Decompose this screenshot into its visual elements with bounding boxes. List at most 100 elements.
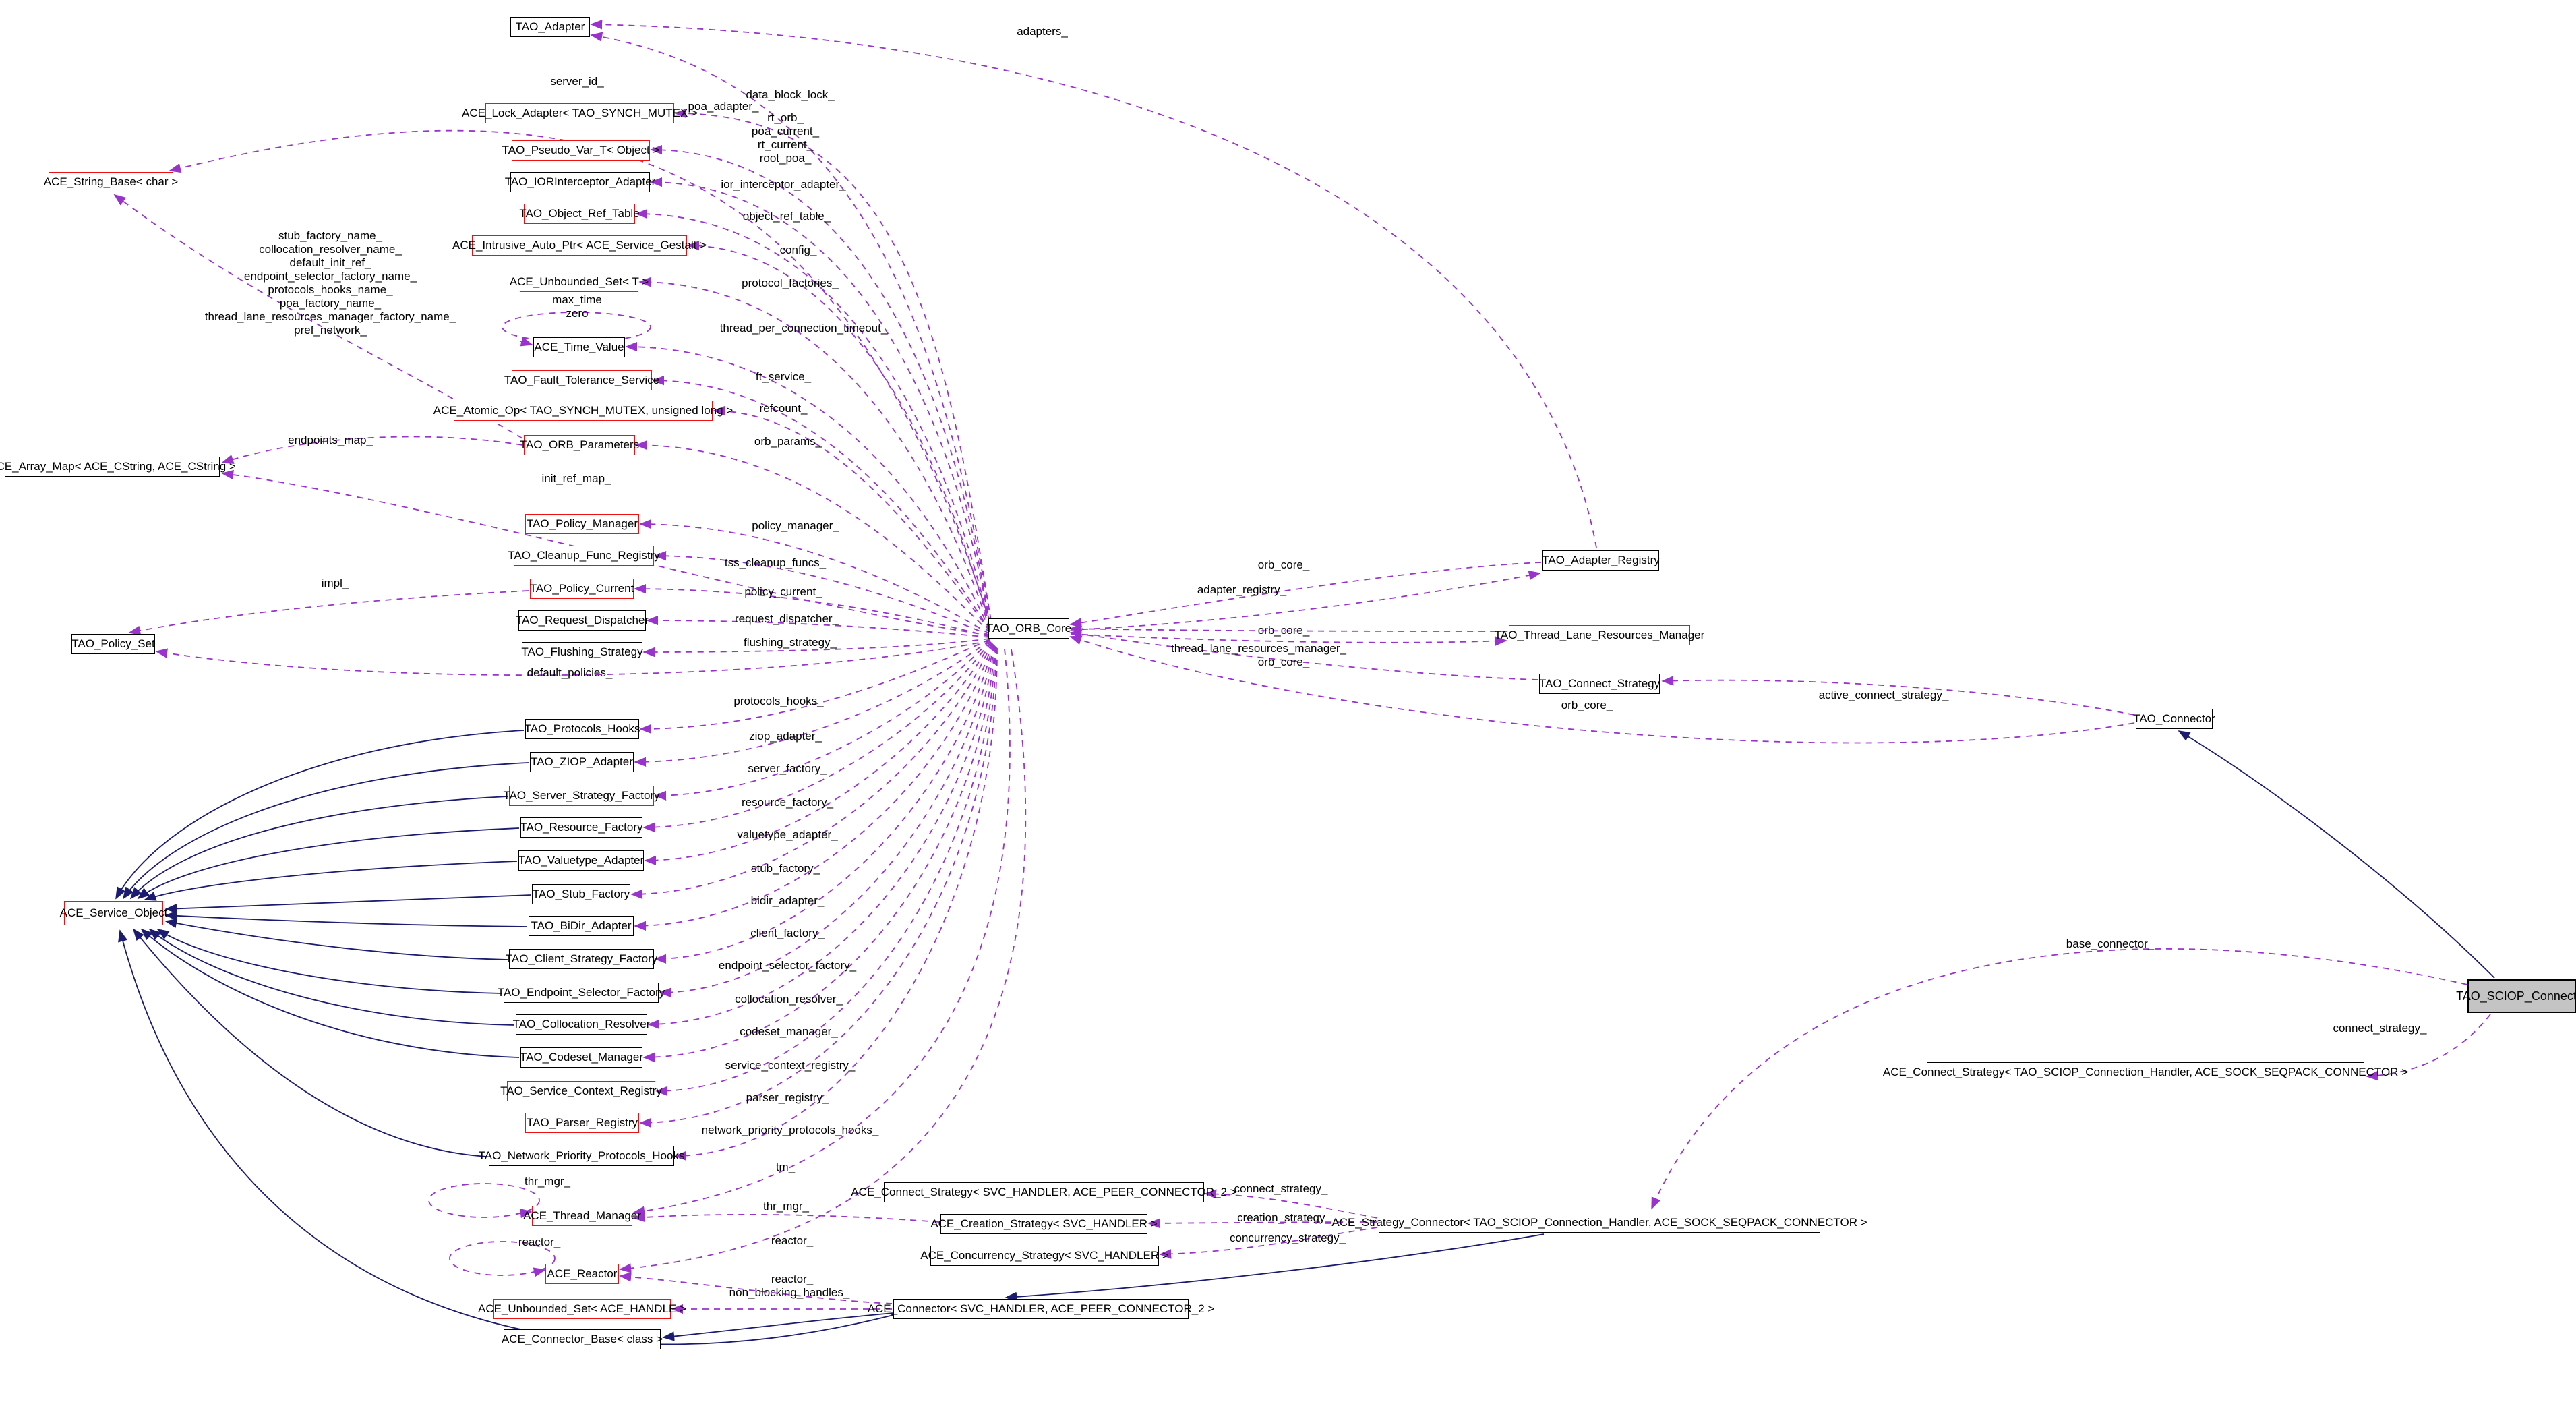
class-node-ace-connect-strategy-svc[interactable]: ACE_Connect_Strategy< SVC_HANDLER, ACE_P…	[851, 1182, 1237, 1202]
edge-label: orb_params_	[754, 435, 822, 448]
edge-label: orb_core_	[1257, 558, 1310, 571]
edge-label: resource_factory_	[741, 796, 834, 809]
class-node-tao-network-priority-protocols-hooks[interactable]: TAO_Network_Priority_Protocols_Hooks	[479, 1146, 684, 1166]
edge-label: tss_cleanup_funcs_	[724, 556, 827, 569]
class-node-tao-policy-current[interactable]: TAO_Policy_Current	[530, 579, 634, 599]
class-node-ace-service-object[interactable]: ACE_Service_Object	[60, 901, 167, 925]
edge-label: client_factory_	[750, 927, 825, 939]
edge-creation_strategy	[1147, 1218, 1378, 1229]
class-node-tao-endpoint-selector-factory[interactable]: TAO_Endpoint_Selector_Factory	[498, 983, 665, 1003]
edge-concurrency_strategy	[1159, 1227, 1378, 1259]
class-node-tao-thread-lane-resources-manager[interactable]: TAO_Thread_Lane_Resources_Manager	[1495, 625, 1704, 645]
edge-label: ior_interceptor_adapter_	[721, 178, 846, 191]
time-value-loop-arrow	[520, 337, 533, 347]
edge-protocol_factories	[638, 277, 990, 629]
class-node-ace-time-value[interactable]: ACE_Time_Value	[533, 337, 625, 357]
class-node-ace-connector-svc[interactable]: ACE_Connector< SVC_HANDLER, ACE_PEER_CON…	[868, 1299, 1214, 1319]
class-node-tao-sciop-connector[interactable]: TAO_SCIOP_Connector	[2456, 979, 2576, 1013]
edge-inherit-server-strategy	[129, 796, 508, 900]
time-value-loop	[502, 312, 651, 343]
class-node-tao-fault-tolerance-service[interactable]: TAO_Fault_Tolerance_Service	[504, 370, 659, 390]
class-node-tao-ziop-adapter[interactable]: TAO_ZIOP_Adapter	[530, 752, 634, 772]
edge-bidir_adapter	[634, 643, 993, 931]
edge-label: data_block_lock_	[746, 88, 835, 101]
class-node-tao-pseudo-var-t[interactable]: TAO_Pseudo_Var_T< Object >	[502, 140, 659, 161]
edge-inherit-connector-base	[662, 1312, 894, 1341]
class-node-ace-unbounded-set-t[interactable]: ACE_Unbounded_Set< T >	[510, 272, 649, 292]
class-node-ace-atomic-op[interactable]: ACE_Atomic_Op< TAO_SYNCH_MUTEX, unsigned…	[433, 401, 733, 421]
class-node-tao-policy-manager[interactable]: TAO_Policy_Manager	[525, 514, 639, 534]
edge-inherit-endpoint-selector	[156, 929, 503, 994]
class-node-ace-creation-strategy[interactable]: ACE_Creation_Strategy< SVC_HANDLER >	[930, 1214, 1158, 1234]
class-node-ace-intrusive-auto-ptr[interactable]: ACE_Intrusive_Auto_Ptr< ACE_Service_Gest…	[452, 235, 707, 256]
class-node-tao-adapter[interactable]: TAO_Adapter	[510, 17, 590, 37]
edge-poa_adapter	[590, 32, 992, 621]
edge-policy_manager	[639, 519, 990, 635]
edge-endpoint_selector_factory	[659, 644, 994, 998]
class-node-tao-collocation-resolver[interactable]: TAO_Collocation_Resolver	[513, 1014, 650, 1035]
edge-label: max_time zero	[552, 293, 602, 320]
class-node-tao-cleanup-func-registry[interactable]: TAO_Cleanup_Func_Registry	[508, 546, 660, 566]
edge-ior_interceptor_adapter	[650, 177, 990, 625]
edge-inherit-ziop	[122, 762, 529, 900]
class-node-ace-thread-manager[interactable]: ACE_Thread_Manager	[523, 1206, 641, 1226]
class-node-tao-request-dispatcher[interactable]: TAO_Request_Dispatcher	[516, 610, 649, 631]
edge-label: valuetype_adapter_	[737, 828, 838, 841]
class-node-tao-valuetype-adapter[interactable]: TAO_Valuetype_Adapter	[518, 850, 644, 871]
class-node-tao-object-ref-table[interactable]: TAO_Object_Ref_Table	[519, 204, 640, 224]
edge-label: base_connector_	[2066, 937, 2155, 950]
class-node-tao-codeset-manager[interactable]: TAO_Codeset_Manager	[520, 1047, 643, 1068]
class-node-ace-array-map[interactable]: ACE_Array_Map< ACE_CString, ACE_CString …	[0, 457, 236, 477]
class-node-ace-reactor[interactable]: ACE_Reactor	[545, 1264, 619, 1284]
class-node-tao-orb-parameters[interactable]: TAO_ORB_Parameters	[520, 435, 639, 455]
class-node-ace-string-base[interactable]: ACE_String_Base< char >	[44, 172, 178, 192]
class-node-tao-parser-registry[interactable]: TAO_Parser_Registry	[525, 1113, 639, 1133]
edge-collocation_resolver	[647, 645, 995, 1030]
edge-base_connector	[1651, 948, 2468, 1210]
edge-label: server_factory_	[748, 762, 827, 775]
class-node-tao-iorinterceptor-adapter[interactable]: TAO_IORInterceptor_Adapter	[505, 172, 655, 192]
class-node-ace-strategy-connector[interactable]: ACE_Strategy_Connector< TAO_SCIOP_Connec…	[1331, 1213, 1867, 1233]
edge-label: ziop_adapter_	[749, 730, 822, 743]
edge-inherit-client-strategy	[164, 918, 508, 960]
class-node-tao-server-strategy-factory[interactable]: TAO_Server_Strategy_Factory	[503, 786, 660, 806]
class-node-ace-connect-strategy-sciop[interactable]: ACE_Connect_Strategy< TAO_SCIOP_Connecti…	[1883, 1062, 2408, 1082]
edge-codeset_manager	[642, 645, 996, 1063]
class-node-tao-service-context-registry[interactable]: TAO_Service_Context_Registry	[500, 1081, 662, 1101]
edge-orb_params	[635, 440, 990, 633]
class-node-tao-connector[interactable]: TAO_Connector	[2133, 709, 2215, 729]
class-node-tao-resource-factory[interactable]: TAO_Resource_Factory	[520, 817, 643, 838]
class-node-ace-concurrency-strategy[interactable]: ACE_Concurrency_Strategy< SVC_HANDLER >	[920, 1246, 1169, 1266]
edge-label: creation_strategy_	[1237, 1211, 1331, 1224]
edge-request_dispatcher	[646, 615, 990, 638]
edge-label: concurrency_strategy_	[1230, 1231, 1346, 1244]
edge-label: config_	[779, 243, 817, 256]
edge-inherit-protocols-hooks	[115, 730, 525, 900]
edge-endpoints_map	[221, 436, 523, 464]
class-node-tao-connect-strategy[interactable]: TAO_Connect_Strategy	[1539, 674, 1660, 694]
edge-label: service_context_registry_	[725, 1059, 856, 1072]
class-node-ace-connector-base[interactable]: ACE_Connector_Base< class >	[502, 1329, 663, 1349]
class-node-tao-stub-factory[interactable]: TAO_Stub_Factory	[532, 884, 630, 904]
class-node-tao-policy-set[interactable]: TAO_Policy_Set	[71, 634, 155, 654]
edge-label: collocation_resolver_	[735, 993, 843, 1006]
class-node-tao-client-strategy-factory[interactable]: TAO_Client_Strategy_Factory	[506, 949, 657, 969]
class-node-ace-lock-adapter[interactable]: ACE_Lock_Adapter< TAO_SYNCH_MUTEX >	[462, 103, 698, 123]
edge-inherit-resource-factory	[137, 827, 520, 900]
class-node-tao-flushing-strategy[interactable]: TAO_Flushing_Strategy	[521, 642, 643, 662]
edge-inherit-valuetype	[144, 861, 518, 901]
class-node-ace-unbounded-set-handle[interactable]: ACE_Unbounded_Set< ACE_HANDLE >	[478, 1299, 686, 1319]
edge-ft_service	[652, 375, 990, 631]
edge-label: flushing_strategy_	[744, 636, 837, 649]
edge-label: network_priority_protocols_hooks_	[701, 1124, 879, 1136]
class-node-tao-orb-core[interactable]: TAO_ORB_Core	[986, 618, 1071, 639]
reactor-loop	[449, 1241, 556, 1276]
edge-label: bidir_adapter_	[750, 894, 825, 907]
edge-label: stub_factory_name_ collocation_resolver_…	[204, 229, 456, 337]
class-node-tao-bidir-adapter[interactable]: TAO_BiDir_Adapter	[529, 916, 634, 936]
edge-inherit-strategy-connector	[1005, 1233, 1545, 1302]
class-node-tao-adapter-registry[interactable]: TAO_Adapter_Registry	[1542, 550, 1660, 571]
class-node-tao-protocols-hooks[interactable]: TAO_Protocols_Hooks	[525, 719, 640, 739]
edge-label: reactor_	[518, 1235, 561, 1248]
